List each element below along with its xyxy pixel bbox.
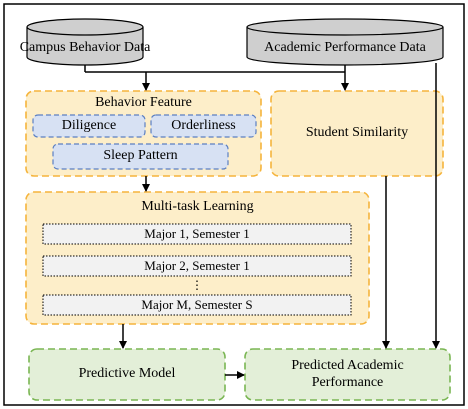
academic-performance-data-label: Academic Performance Data [264,39,426,55]
multitask-learning-title: Multi-task Learning [141,198,254,214]
task-box-3 [42,294,352,316]
task-label-2: Major 2, Semester 1 [144,257,250,273]
orderliness-label: Orderliness [171,117,236,133]
connectors [84,63,440,379]
campus-behavior-data-label: Campus Behavior Data [19,39,151,55]
behavior-feature-title: Behavior Feature [95,94,192,110]
predicted-performance-label: Predicted Academic Performance [245,349,450,400]
student-similarity-label: Student Similarity [305,125,409,141]
academic-performance-database [246,18,444,66]
sleep-pattern-label: Sleep Pattern [103,148,178,164]
diligence-label: Diligence [61,117,117,133]
predictive-model-label: Predictive Model [78,366,176,382]
task-box-2 [42,255,352,277]
task-label-3: Major M, Semester S [141,296,253,312]
campus-behavior-database [26,18,144,66]
predicted-performance-line2: Performance [311,374,384,390]
predicted-performance-line1: Predicted Academic [291,358,404,374]
task-label-1: Major 1, Semester 1 [144,225,250,241]
orderliness-box [150,114,257,138]
vertical-ellipsis: ⋮ [191,277,203,292]
task-box-1 [42,223,352,245]
predicted-performance-box [244,348,451,401]
student-similarity-box [270,90,444,177]
sleep-pattern-box [52,143,229,170]
diligence-box [32,114,146,138]
